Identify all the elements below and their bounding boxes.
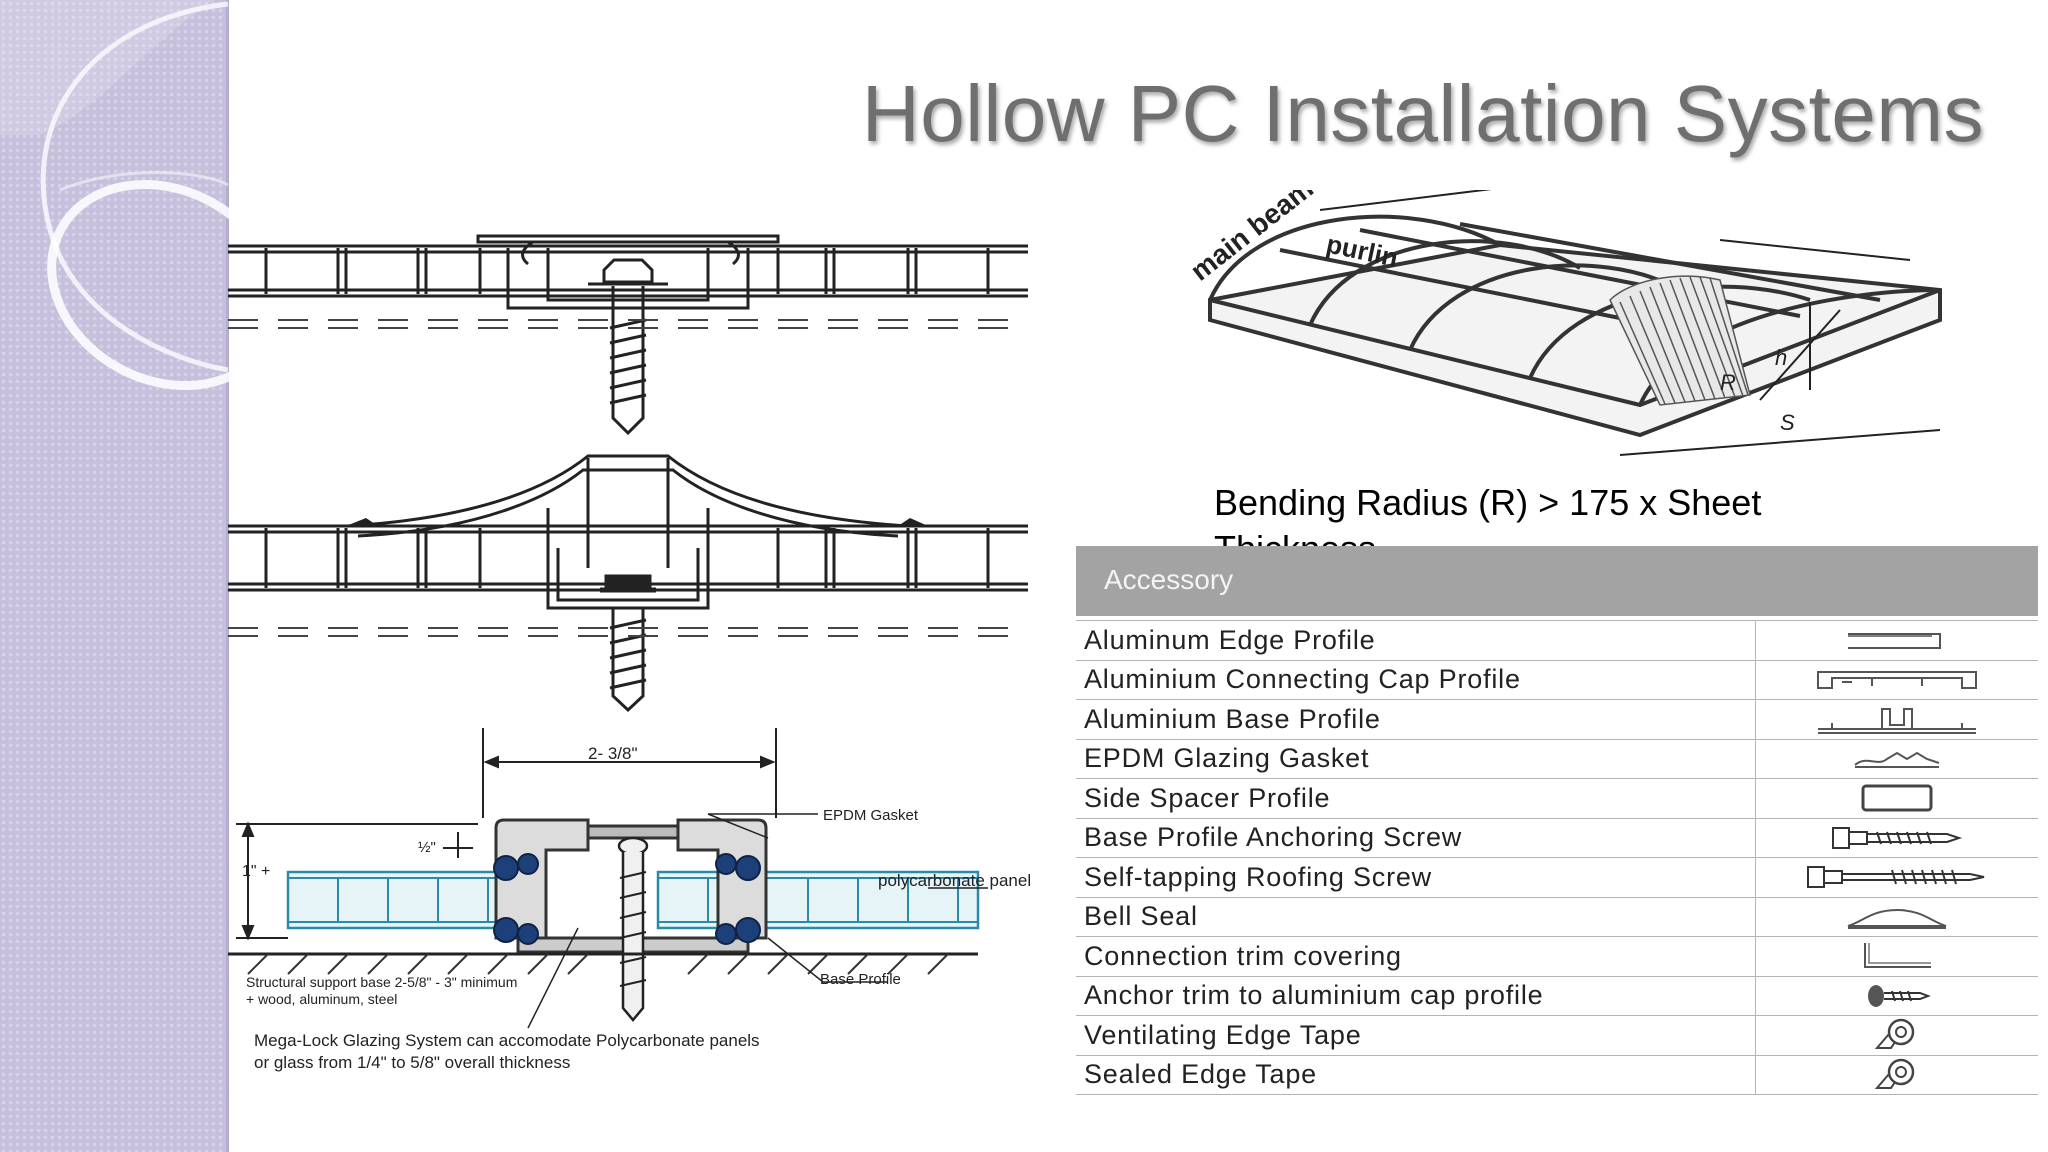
accessory-name: Side Spacer Profile bbox=[1076, 778, 1757, 819]
system-note-line1: Mega-Lock Glazing System can accomodate … bbox=[254, 1031, 760, 1050]
table-row: Ventilating Edge Tape bbox=[1076, 1015, 2038, 1056]
table-row: Connection trim covering bbox=[1076, 936, 2038, 977]
sidebar-swirl-decoration bbox=[0, 0, 260, 391]
roofing-screw-icon bbox=[1807, 866, 1985, 889]
accessory-name: EPDM Glazing Gasket bbox=[1076, 738, 1757, 779]
table-row: Side Spacer Profile bbox=[1076, 778, 2038, 819]
support-base-label: Structural support base 2-5/8" - 3" mini… bbox=[246, 974, 517, 990]
accessory-name: Base Profile Anchoring Screw bbox=[1076, 817, 1757, 858]
tape-roll-icon bbox=[1874, 1019, 1915, 1050]
epdm-gasket-label: EPDM Gasket bbox=[823, 807, 919, 824]
table-row: Self-tapping Roofing Screw bbox=[1076, 857, 2038, 898]
spacer-profile-icon bbox=[1861, 784, 1933, 812]
accessory-name: Anchor trim to aluminium cap profile bbox=[1076, 975, 1757, 1016]
table-row: Anchor trim to aluminium cap profile bbox=[1076, 975, 2038, 1016]
accessory-name: Connection trim covering bbox=[1076, 936, 1757, 977]
system-note-line2: or glass from 1/4" to 5/8" overall thick… bbox=[254, 1053, 570, 1072]
dimension-label: 2- 3/8" bbox=[588, 744, 638, 763]
tape-roll-icon bbox=[1874, 1058, 1915, 1089]
accessory-name: Aluminium Connecting Cap Profile bbox=[1076, 659, 1757, 700]
accessory-name: Self-tapping Roofing Screw bbox=[1076, 857, 1757, 898]
trim-covering-icon bbox=[1864, 943, 1932, 969]
accessory-table: Aluminum Edge Profile Aluminium Connecti… bbox=[1076, 620, 2038, 1095]
accessory-table-header: Accessory bbox=[1076, 546, 2038, 616]
top-joint-cross-section-drawing bbox=[228, 234, 1028, 436]
support-material-label: + wood, aluminum, steel bbox=[246, 991, 397, 1007]
cap-profile-icon bbox=[1817, 670, 1978, 689]
half-inch-label: ½" bbox=[418, 839, 436, 856]
slide-title: Hollow PC Installation Systems bbox=[861, 69, 1984, 158]
accessory-name: Sealed Edge Tape bbox=[1076, 1054, 1757, 1095]
table-row: Bell Seal bbox=[1076, 896, 2038, 937]
accessory-name: Ventilating Edge Tape bbox=[1076, 1015, 1757, 1056]
middle-joint-cross-section-drawing bbox=[228, 454, 1028, 713]
table-row: Aluminium Base Profile bbox=[1076, 699, 2038, 740]
span-label: S bbox=[1780, 410, 1795, 435]
mega-lock-glazing-system-drawing: 2- 3/8" ½" 1" + EPDM Gasket polycarbonat… bbox=[228, 728, 1031, 1072]
arched-roof-structure-diagram: main beam purlin R h S bbox=[1185, 190, 1942, 456]
table-row: Aluminium Connecting Cap Profile bbox=[1076, 659, 2038, 700]
table-row: Aluminum Edge Profile bbox=[1076, 620, 2038, 661]
radius-label: R bbox=[1720, 370, 1736, 395]
anchor-trim-icon bbox=[1868, 984, 1931, 1007]
anchoring-screw-icon bbox=[1832, 826, 1963, 849]
sidebar-edge bbox=[226, 0, 229, 1152]
accessory-header-label: Accessory bbox=[1104, 564, 1234, 595]
base-profile-icon bbox=[1818, 708, 1977, 735]
table-row: Sealed Edge Tape bbox=[1076, 1054, 2038, 1095]
gasket-icon bbox=[1854, 751, 1940, 768]
bell-seal-icon bbox=[1847, 908, 1947, 929]
one-inch-label: 1" + bbox=[242, 863, 270, 880]
edge-profile-icon bbox=[1848, 633, 1942, 650]
accessory-name: Bell Seal bbox=[1076, 896, 1757, 937]
table-row: EPDM Glazing Gasket bbox=[1076, 738, 2038, 779]
table-row: Base Profile Anchoring Screw bbox=[1076, 817, 2038, 858]
accessory-name: Aluminum Edge Profile bbox=[1076, 620, 1757, 661]
height-label: h bbox=[1775, 345, 1787, 370]
main-beam-label: main beam bbox=[1185, 190, 1319, 287]
accessory-name: Aluminium Base Profile bbox=[1076, 699, 1757, 740]
polycarbonate-panel-label: polycarbonate panel bbox=[878, 871, 1031, 890]
base-profile-label: Base Profile bbox=[820, 971, 901, 988]
